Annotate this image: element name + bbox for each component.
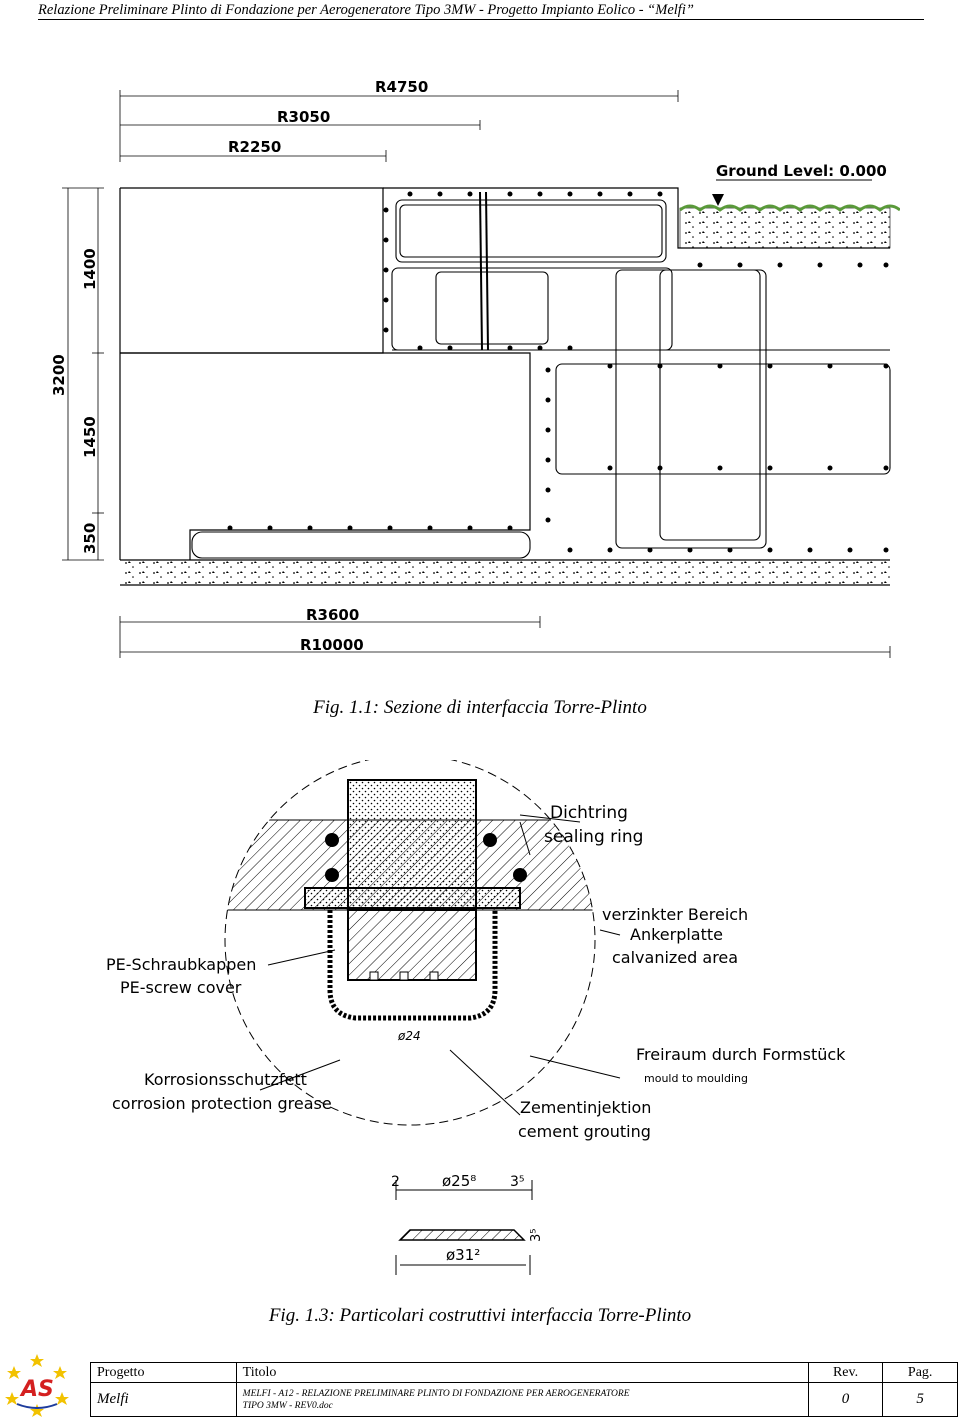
label-mould-to-moulding: mould to moulding (644, 1072, 748, 1085)
star-ring-icon (5, 1354, 69, 1417)
rev-value: 0 (807, 1382, 884, 1417)
running-header: Relazione Preliminare Plinto di Fondazio… (38, 2, 694, 18)
label-cement-grouting: cement grouting (518, 1122, 651, 1141)
rev-label: Rev. (807, 1362, 884, 1383)
label-korrosionsschutzfett: Korrosionsschutzfett (144, 1070, 307, 1089)
titolo-label: Titolo (235, 1362, 809, 1383)
footer-table: Progetto Titolo Rev. Pag. Melfi MELFI - … (90, 1362, 958, 1417)
titolo-value: MELFI - A12 - RELAZIONE PRELIMINARE PLIN… (235, 1382, 809, 1417)
figure3-caption: Fig. 1.3: Particolari costruttivi interf… (268, 1305, 692, 1326)
header-rule (38, 19, 924, 20)
pag-label: Pag. (882, 1362, 958, 1383)
label-corrosion-grease: corrosion protection grease (112, 1094, 332, 1113)
ground-level-label: Ground Level: 0.000 (716, 162, 887, 180)
dim-d312: ø31² (446, 1246, 480, 1264)
dim-1450: 1450 (81, 416, 99, 458)
progetto-value: Melfi (90, 1382, 237, 1417)
dim-r4750: R4750 (375, 78, 428, 96)
label-zementinjektion: Zementinjektion (520, 1098, 651, 1117)
pag-value: 5 (882, 1382, 958, 1417)
dim-d24: ø24 (397, 1029, 421, 1043)
dim-d258: ø25⁸ (442, 1172, 476, 1190)
titolo-line-2: TIPO 3MW - REV0.doc (242, 1400, 333, 1411)
progetto-label: Progetto (90, 1362, 237, 1383)
label-freiraum: Freiraum durch Formstück (636, 1045, 846, 1064)
dim-3-5-top: 3⁵ (510, 1174, 525, 1190)
dim-3-5-side: 3⁵ (529, 1229, 544, 1242)
figure-anchor-detail: ø24 Dichtring sealing ring verzinkter Be… (106, 760, 846, 1275)
label-ankerplatte: Ankerplatte (630, 925, 723, 944)
label-dichtring: Dichtring (550, 803, 628, 823)
label-calvanized-area: calvanized area (612, 948, 738, 967)
dim-350: 350 (81, 523, 99, 554)
dim-r2250: R2250 (228, 138, 281, 156)
label-verzinkter-bereich: verzinkter Bereich (602, 905, 748, 924)
dim-3200: 3200 (50, 354, 68, 396)
company-logo: AS (5, 1354, 69, 1417)
figure-foundation-section: R4750 R3050 R2250 3200 1400 1450 350 Gro… (50, 78, 900, 658)
dim-r3600: R3600 (306, 606, 359, 624)
label-pe-schraubkappen: PE-Schraubkappen (106, 955, 256, 974)
dim-r10000: R10000 (300, 636, 364, 654)
dim-2: 2 (391, 1174, 400, 1190)
dim-r3050: R3050 (277, 108, 330, 126)
titolo-line-1: MELFI - A12 - RELAZIONE PRELIMINARE PLIN… (242, 1388, 630, 1399)
label-pe-screw-cover: PE-screw cover (120, 978, 242, 997)
figure1-caption: Fig. 1.1: Sezione di interfaccia Torre-P… (313, 697, 647, 718)
label-sealing-ring: sealing ring (544, 827, 643, 847)
logo-lettering: AS (19, 1377, 54, 1402)
dim-1400: 1400 (81, 248, 99, 290)
